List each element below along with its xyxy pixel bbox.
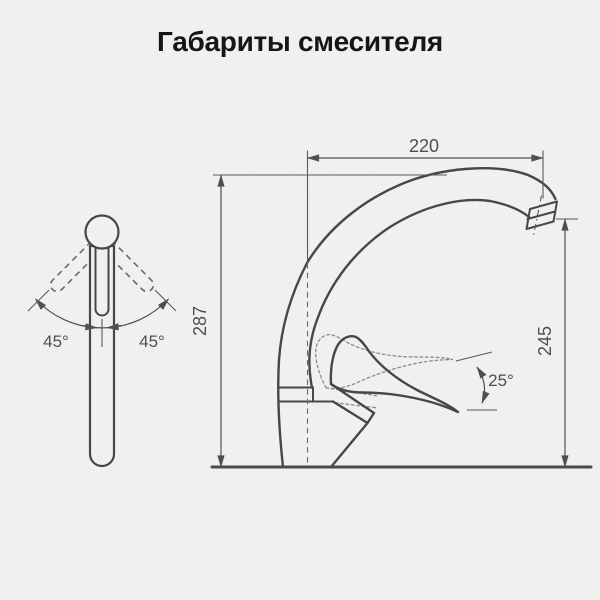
dim-label-total-height: 287 bbox=[190, 306, 210, 336]
body-right-edge bbox=[329, 421, 369, 469]
spout-inner-curve bbox=[308, 198, 531, 389]
spout-aerator-midline bbox=[526, 210, 556, 220]
tilt-ref-line-upper bbox=[455, 351, 493, 362]
handle-stem-bottom bbox=[331, 400, 369, 425]
swivel-ref-line-right bbox=[154, 289, 177, 312]
front-view: 45° 45° bbox=[27, 214, 177, 468]
dimension-annotations: 220 287 245 bbox=[190, 136, 578, 468]
front-body-tube bbox=[88, 244, 116, 468]
spout-aerator bbox=[525, 200, 558, 230]
page-title: Габариты смесителя bbox=[157, 26, 443, 57]
handle-raised-ghost bbox=[315, 333, 454, 409]
swivel-ref-line-left bbox=[27, 289, 50, 312]
spout-outer-curve bbox=[277, 167, 557, 469]
handle-stem-cap bbox=[366, 411, 376, 425]
dim-label-spout-height: 245 bbox=[535, 326, 555, 356]
swivel-angle-arc-center-right bbox=[106, 323, 122, 331]
handle-stem-top bbox=[329, 382, 376, 415]
front-head bbox=[84, 214, 120, 250]
tilt-angle-arc bbox=[476, 366, 490, 404]
main-view: 25° bbox=[210, 167, 593, 469]
angle-label-handle-tilt: 25° bbox=[488, 371, 514, 390]
handle-lever bbox=[329, 335, 460, 414]
angle-label-right-swivel: 45° bbox=[139, 332, 165, 351]
swivel-angle-arc-center-left bbox=[82, 323, 98, 331]
dim-label-width: 220 bbox=[409, 136, 439, 156]
angle-label-left-swivel: 45° bbox=[43, 332, 69, 351]
